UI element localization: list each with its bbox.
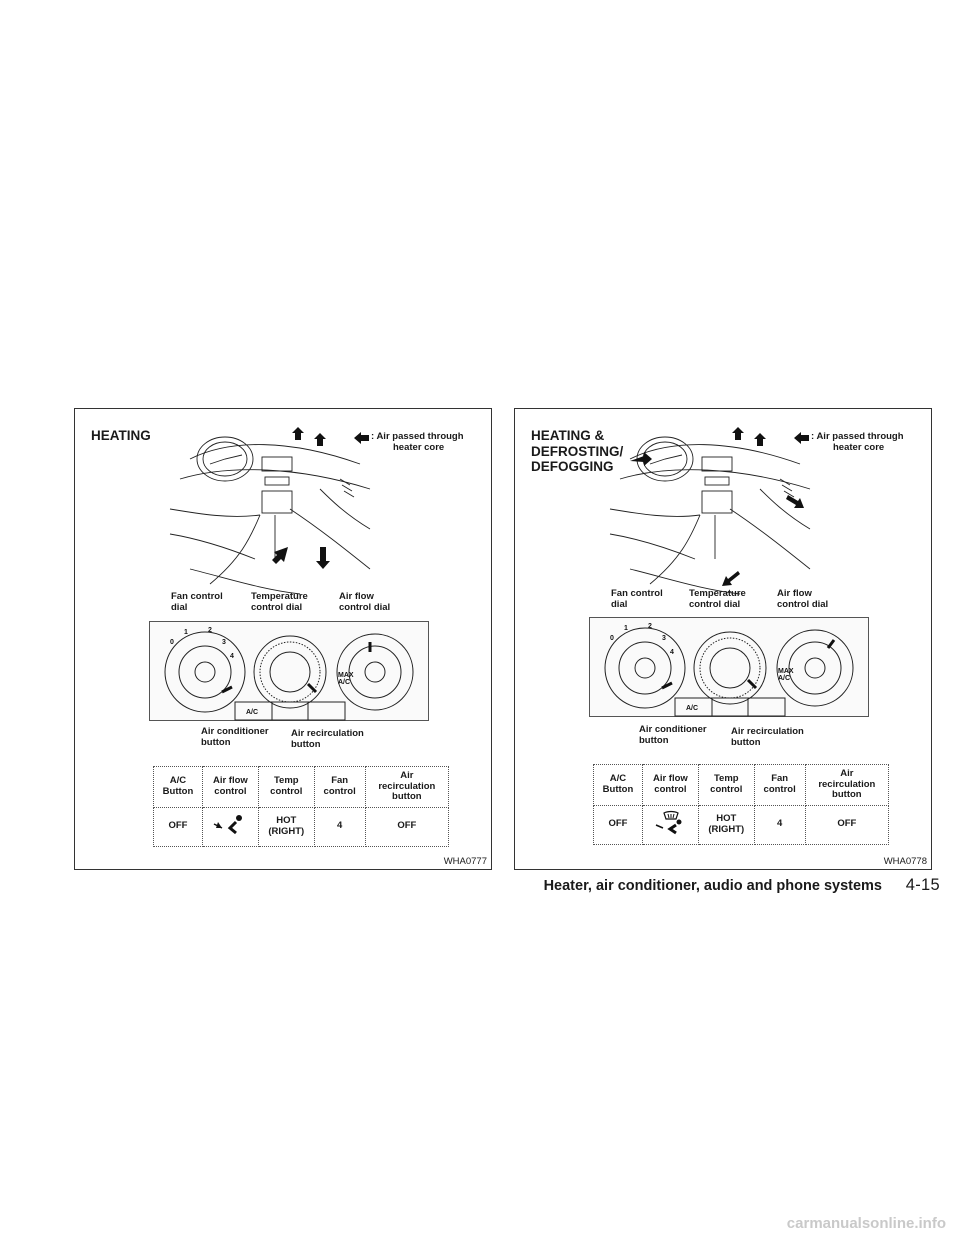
col-ac-button: A/C Button <box>153 766 203 808</box>
air-conditioner-button-label: Air conditioner button <box>201 726 269 748</box>
fan-pointer <box>221 685 233 694</box>
air-recirculation-button[interactable] <box>749 699 784 715</box>
control-panel: 0 1 2 3 4 A/C MAX A/C <box>149 621 429 721</box>
col-temp: Temp control <box>257 766 315 808</box>
foot-vent-icon <box>214 814 243 834</box>
col-fan: Fan control <box>753 764 806 806</box>
cell-air-flow <box>201 806 259 847</box>
settings-table: A/C Button Air flow control Temp control… <box>153 766 450 847</box>
col-air-flow: Air flow control <box>201 766 259 808</box>
fan-tick-0: 0 <box>170 639 174 646</box>
fan-control-dial-label: Fan control dial <box>171 591 223 613</box>
temperature-control-dial[interactable] <box>253 635 327 709</box>
settings-table: A/C Button Air flow control Temp control… <box>593 764 890 845</box>
cell-temp: HOT (RIGHT) <box>257 806 315 847</box>
legend-line-1: : Air passed through <box>811 431 904 442</box>
cell-recirculation: OFF <box>364 806 450 847</box>
fan-tick-2: 2 <box>648 623 652 630</box>
air-flow-control-dial-label: Air flow control dial <box>777 588 829 610</box>
cell-ac: OFF <box>153 806 203 847</box>
col-recirculation: Air recirculation button <box>804 764 890 806</box>
air-conditioner-button-label: Air conditioner button <box>639 724 707 746</box>
air-recirculation-button[interactable] <box>309 703 344 719</box>
max-ac-label-ac: A/C <box>778 675 790 682</box>
temperature-control-dial-label: Temperature control dial <box>251 591 308 613</box>
fan-control-dial-label: Fan control dial <box>611 588 663 610</box>
air-recirculation-button-label: Air recirculation button <box>731 726 804 748</box>
temp-pointer <box>746 678 758 690</box>
legend-line-2: heater core <box>833 442 885 453</box>
heating-diagram-panel: HEATING : Air passed through heater core <box>74 408 492 870</box>
fan-tick-4: 4 <box>670 649 674 656</box>
figure-code: WHA0777 <box>443 856 487 867</box>
fan-tick-0: 0 <box>610 635 614 642</box>
col-ac-button: A/C Button <box>593 764 643 806</box>
page-footer: Heater, air conditioner, audio and phone… <box>536 875 940 899</box>
page-number: 4-15 <box>905 876 940 894</box>
ac-button[interactable] <box>236 703 271 719</box>
cell-fan: 4 <box>753 804 806 845</box>
panel-title: HEATING & DEFROSTING/ DEFOGGING <box>531 428 624 474</box>
cell-recirculation: OFF <box>804 804 890 845</box>
max-ac-label: MAX <box>338 672 354 679</box>
legend-line-1: : Air passed through <box>371 431 464 442</box>
rear-defrost-button[interactable] <box>713 699 747 715</box>
panel-title: HEATING <box>91 428 151 443</box>
rear-defrost-button[interactable] <box>273 703 307 719</box>
legend: : Air passed through heater core <box>794 431 931 453</box>
cell-air-flow <box>641 804 699 845</box>
dashboard-illustration <box>609 427 811 595</box>
fan-tick-1: 1 <box>184 629 188 636</box>
fan-control-dial[interactable] <box>604 627 686 709</box>
legend: : Air passed through heater core <box>354 431 491 453</box>
control-panel-drawing: 0 1 2 3 4 A/C MAX A/C <box>164 627 414 721</box>
air-flow-control-dial[interactable] <box>776 629 854 707</box>
watermark: carmanualsonline.info <box>786 1215 946 1232</box>
ac-button-label: A/C <box>246 709 258 716</box>
max-ac-label: MAX <box>778 668 794 675</box>
fan-tick-1: 1 <box>624 625 628 632</box>
fan-tick-3: 3 <box>222 639 226 646</box>
figure-code: WHA0778 <box>883 856 927 867</box>
air-arrow-icon <box>354 432 369 444</box>
temperature-control-dial-label: Temperature control dial <box>689 588 746 610</box>
section-title: Heater, air conditioner, audio and phone… <box>543 878 882 894</box>
col-air-flow: Air flow control <box>641 764 699 806</box>
fan-tick-4: 4 <box>230 653 234 660</box>
air-flow-control-dial-label: Air flow control dial <box>339 591 391 613</box>
col-recirculation: Air recirculation button <box>364 766 450 808</box>
col-fan: Fan control <box>313 766 366 808</box>
control-panel-drawing: 0 1 2 3 4 A/C MAX A/C <box>604 623 854 717</box>
air-arrow-icon <box>794 432 809 444</box>
air-recirculation-button-label: Air recirculation button <box>291 728 364 750</box>
max-ac-label-ac: A/C <box>338 679 350 686</box>
cell-fan: 4 <box>313 806 366 847</box>
fan-pointer <box>661 681 673 690</box>
col-temp: Temp control <box>697 764 755 806</box>
ac-button-label: A/C <box>686 705 698 712</box>
control-panel: 0 1 2 3 4 A/C MAX A/C <box>589 617 869 717</box>
legend-line-2: heater core <box>393 442 445 453</box>
fan-control-dial[interactable] <box>164 631 246 713</box>
fan-tick-2: 2 <box>208 627 212 634</box>
airflow-pointer <box>826 639 836 649</box>
cell-temp: HOT (RIGHT) <box>697 804 755 845</box>
fan-tick-3: 3 <box>662 635 666 642</box>
dashboard-illustration <box>169 427 371 595</box>
cell-ac: OFF <box>593 804 643 845</box>
temperature-control-dial[interactable] <box>693 631 767 705</box>
temp-pointer <box>306 682 318 694</box>
heating-defrosting-diagram-panel: HEATING & DEFROSTING/ DEFOGGING : Air pa… <box>514 408 932 870</box>
ac-button[interactable] <box>676 699 711 715</box>
defrost-foot-vent-icon <box>656 810 682 834</box>
air-flow-control-dial[interactable] <box>336 633 414 711</box>
